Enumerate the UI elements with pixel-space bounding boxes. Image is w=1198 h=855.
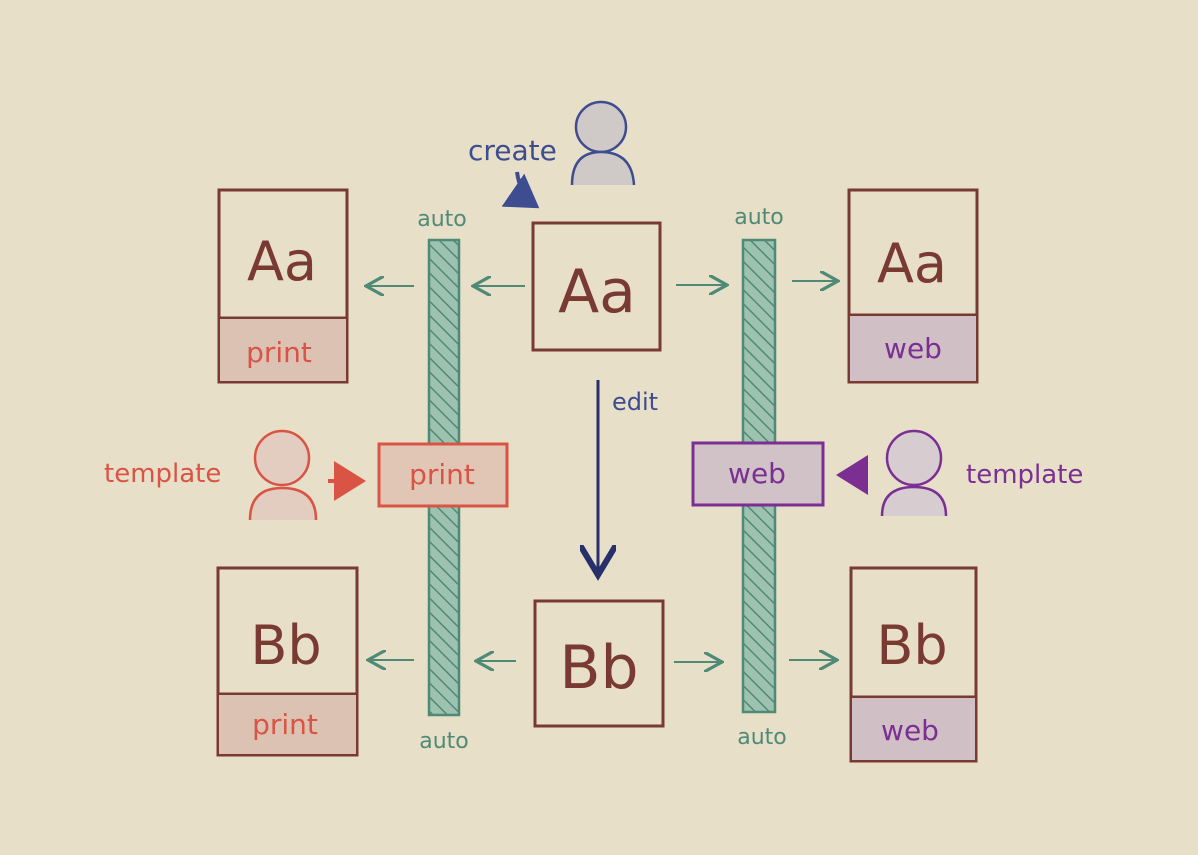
template-label-print: template [104, 459, 221, 489]
create-label: create [468, 134, 557, 167]
create-arrow [501, 171, 540, 209]
print-output-a-text: Aa [247, 230, 317, 293]
flow-arrows [368, 281, 836, 662]
web-output-b-tag: web [881, 714, 939, 747]
source-document-b: Bb [533, 599, 665, 728]
print-output-b-tag: print [252, 708, 318, 741]
template-label-web: template [966, 460, 1083, 490]
web-template: web [691, 441, 825, 507]
source-document-a-text: Aa [558, 257, 636, 327]
auto-label-top-right: auto [734, 205, 784, 230]
author-person-icon [570, 100, 636, 186]
auto-label-bottom-right: auto [737, 725, 787, 750]
edit-label: edit [612, 388, 658, 416]
source-document-b-text: Bb [559, 633, 638, 703]
print-output-a-tag: print [246, 336, 312, 369]
web-output-b: Bb web [849, 566, 978, 763]
web-template-label: web [728, 457, 786, 490]
web-output-a-tag: web [884, 332, 942, 365]
print-template: print [377, 442, 509, 508]
web-output-a: Aa web [847, 188, 979, 384]
auto-label-bottom-left: auto [419, 729, 469, 754]
print-output-b-text: Bb [250, 614, 321, 677]
print-template-label: print [409, 458, 475, 491]
source-document-a: Aa [531, 221, 662, 352]
web-output-b-text: Bb [876, 614, 947, 677]
auto-label-top-left: auto [417, 207, 467, 232]
print-designer-person-icon [248, 429, 318, 521]
web-designer-person-icon [880, 429, 948, 517]
web-output-a-text: Aa [877, 232, 947, 295]
print-output-a: Aa print [217, 188, 349, 384]
print-output-b: Bb print [216, 566, 359, 757]
